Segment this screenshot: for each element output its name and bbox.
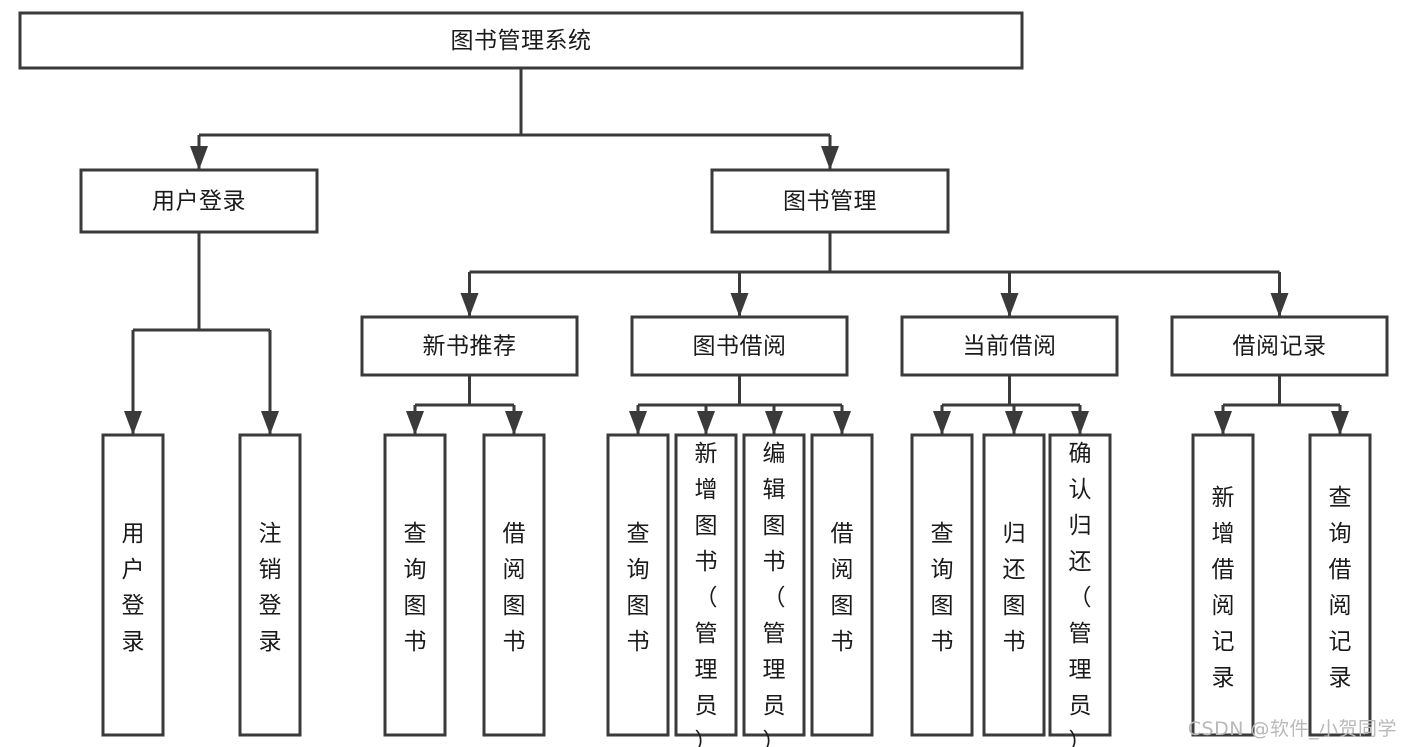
- node-borrow-record[interactable]: 借阅记录: [1170, 315, 1389, 377]
- node-label: 查询图书: [931, 521, 954, 655]
- arrow-head-icon: [124, 411, 142, 435]
- node-box: [360, 315, 579, 377]
- node-leaf-query-book-bor[interactable]: 查询图书: [606, 433, 670, 737]
- node-label: 注销登录: [259, 521, 282, 655]
- node-label: 当前借阅: [963, 334, 1057, 360]
- node-leaf-confirm-return[interactable]: 确认归还（管理员）: [1048, 433, 1112, 747]
- node-leaf-query-book-rec[interactable]: 查询图书: [383, 433, 447, 737]
- node-box: [1191, 433, 1255, 737]
- node-box: [383, 433, 447, 737]
- node-label: 确认归还（管理员）: [1069, 441, 1092, 747]
- node-label: 借阅图书: [831, 521, 854, 655]
- node-leaf-borrow-book-bor[interactable]: 借阅图书: [810, 433, 874, 737]
- node-label: 图书管理系统: [451, 28, 592, 54]
- node-box: [79, 168, 319, 234]
- node-box: [238, 433, 302, 737]
- arrow-head-icon: [821, 146, 839, 170]
- node-leaf-return-book[interactable]: 归还图书: [982, 433, 1046, 737]
- arrow-head-icon: [460, 293, 479, 317]
- node-box: [1308, 433, 1372, 737]
- node-label: 查询借阅记录: [1329, 485, 1352, 691]
- node-box: [810, 433, 874, 737]
- arrow-head-icon: [1331, 411, 1349, 435]
- node-leaf-borrow-book-rec[interactable]: 借阅图书: [482, 433, 546, 737]
- connector-layer: [124, 68, 1349, 435]
- node-new-book-rec[interactable]: 新书推荐: [360, 315, 579, 377]
- arrow-head-icon: [190, 146, 208, 170]
- arrow-head-icon: [765, 411, 783, 435]
- arrow-head-icon: [505, 411, 523, 435]
- node-label: 图书管理: [783, 189, 877, 215]
- node-user-login[interactable]: 用户登录: [79, 168, 319, 234]
- node-box: [900, 315, 1119, 377]
- node-label: 用户登录: [122, 521, 145, 655]
- node-leaf-query-book-cur[interactable]: 查询图书: [910, 433, 974, 737]
- node-label: 查询图书: [404, 521, 427, 655]
- node-label: 图书借阅: [693, 334, 787, 360]
- node-label: 新增图书（管理员）: [695, 441, 718, 747]
- arrow-head-icon: [629, 411, 647, 435]
- node-book-borrow[interactable]: 图书借阅: [630, 315, 849, 377]
- node-label: 编辑图书（管理员）: [763, 441, 786, 747]
- node-leaf-user-login[interactable]: 用户登录: [101, 433, 165, 737]
- node-box: [674, 433, 738, 737]
- node-current-borrow[interactable]: 当前借阅: [900, 315, 1119, 377]
- node-box: [101, 433, 165, 737]
- arrow-head-icon: [1005, 411, 1023, 435]
- node-layer: 图书管理系统用户登录图书管理新书推荐图书借阅当前借阅借阅记录用户登录注销登录查询…: [18, 11, 1389, 747]
- arrow-head-icon: [833, 411, 851, 435]
- node-box: [1170, 315, 1389, 377]
- arrow-head-icon: [1000, 293, 1019, 317]
- node-book-manage[interactable]: 图书管理: [710, 168, 950, 234]
- node-box: [630, 315, 849, 377]
- node-label: 借阅图书: [503, 521, 526, 655]
- arrow-head-icon: [730, 293, 749, 317]
- node-label: 归还图书: [1003, 521, 1026, 655]
- node-box: [710, 168, 950, 234]
- node-box: [606, 433, 670, 737]
- node-图书管理系统[interactable]: 图书管理系统: [18, 11, 1024, 70]
- arrow-head-icon: [933, 411, 951, 435]
- arrow-head-icon: [1214, 411, 1232, 435]
- node-leaf-add-record[interactable]: 新增借阅记录: [1191, 433, 1255, 737]
- node-label: 用户登录: [152, 189, 246, 215]
- node-box: [482, 433, 546, 737]
- arrow-head-icon: [406, 411, 424, 435]
- arrow-head-icon: [1270, 293, 1289, 317]
- node-box: [18, 11, 1024, 70]
- node-box: [982, 433, 1046, 737]
- node-leaf-edit-book[interactable]: 编辑图书（管理员）: [742, 433, 806, 747]
- node-box: [742, 433, 806, 737]
- arrow-head-icon: [1071, 411, 1089, 435]
- arrow-head-icon: [261, 411, 279, 435]
- node-box: [910, 433, 974, 737]
- node-leaf-query-record[interactable]: 查询借阅记录: [1308, 433, 1372, 737]
- node-box: [1048, 433, 1112, 737]
- node-label: 新增借阅记录: [1212, 485, 1235, 691]
- arrow-head-icon: [697, 411, 715, 435]
- node-label: 查询图书: [627, 521, 650, 655]
- node-label: 借阅记录: [1233, 334, 1327, 360]
- node-leaf-user-logout[interactable]: 注销登录: [238, 433, 302, 737]
- node-leaf-add-book[interactable]: 新增图书（管理员）: [674, 433, 738, 747]
- node-label: 新书推荐: [423, 334, 517, 360]
